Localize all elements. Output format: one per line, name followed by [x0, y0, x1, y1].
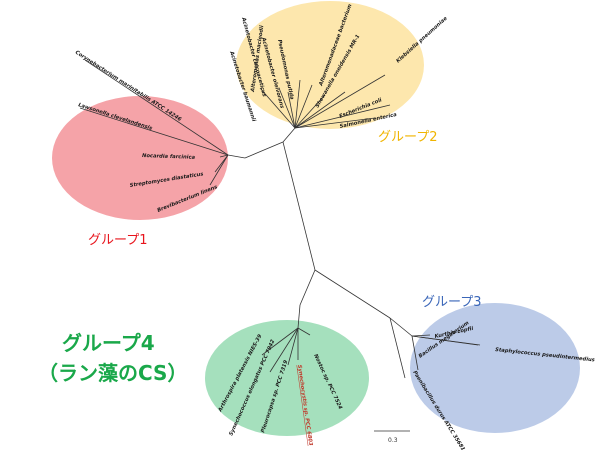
- group4-ellipse: [205, 320, 369, 436]
- group1-ellipse: [52, 96, 228, 220]
- leaf-nocardia: Nocardia farcinica: [142, 153, 196, 161]
- group2-label: グループ2: [378, 130, 438, 145]
- group4-label-line1: グループ4: [62, 331, 155, 355]
- scale-bar: 0.3: [374, 430, 410, 444]
- group3-label: グループ3: [422, 295, 482, 310]
- tree-branches: [79, 59, 481, 379]
- group4-label-line2: （ラン藻のCS）: [38, 361, 187, 385]
- group1-label: グループ1: [88, 233, 148, 248]
- scale-bar-label: 0.3: [388, 437, 398, 444]
- group3-ellipse: [410, 303, 580, 433]
